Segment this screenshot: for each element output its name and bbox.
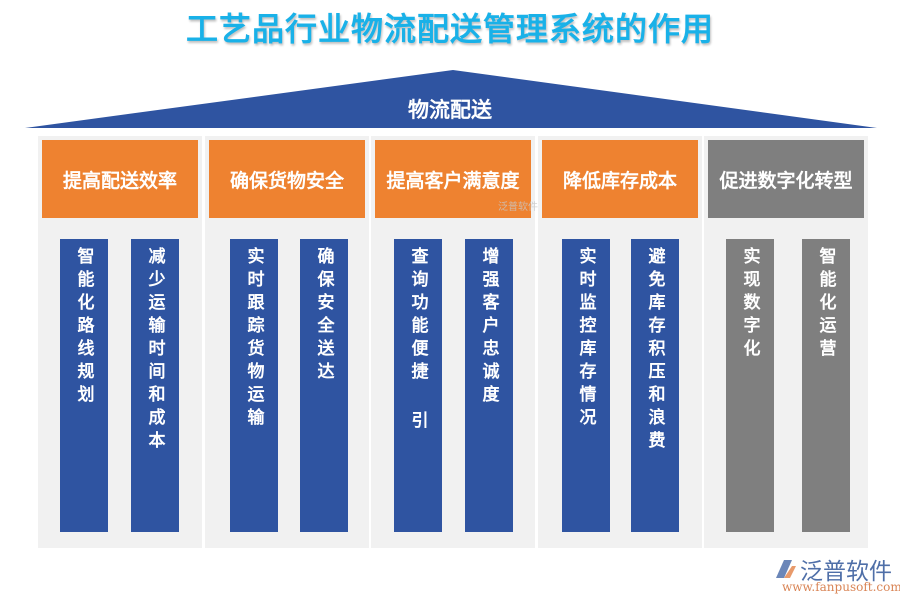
pillar-bar: 智能化路线规划: [60, 239, 108, 532]
pillar-header: 提高客户满意度: [375, 140, 531, 218]
pillar-bar: 实时跟踪货物运输: [230, 239, 278, 532]
bar-text: 实时监控库存情况: [575, 247, 596, 431]
pillar-inventory: 降低库存成本 实时监控库存情况 避免库存积压和浪费: [538, 136, 702, 548]
pillar-header: 降低库存成本: [542, 140, 698, 218]
pillar-satisfaction: 提高客户满意度 查询功能便捷 引 增强客户忠诚度: [371, 136, 535, 548]
bar-text: 减少运输时间和成本: [144, 247, 165, 454]
pillar-bar: 增强客户忠诚度: [465, 239, 513, 532]
bar-text: 增强客户忠诚度: [478, 247, 499, 408]
bar-text: 智能化路线规划: [73, 247, 94, 408]
pillar-safety: 确保货物安全 实时跟踪货物运输 确保安全送达: [205, 136, 369, 548]
bar-text: 避免库存积压和浪费: [644, 247, 665, 454]
bar-text: 查询功能便捷 引: [407, 247, 428, 434]
pillar-bar: 查询功能便捷 引: [394, 239, 442, 532]
roof-label: 物流配送: [408, 98, 492, 122]
pillar-bar: 确保安全送达: [300, 239, 348, 532]
pillar-header: 提高配送效率: [42, 140, 198, 218]
bar-text: 智能化运营: [815, 247, 836, 362]
page-title: 工艺品行业物流配送管理系统的作用: [185, 10, 714, 48]
pillar-bar: 实时监控库存情况: [562, 239, 610, 532]
pillar-bar: 避免库存积压和浪费: [631, 239, 679, 532]
pillar-bar: 实现数字化: [726, 239, 774, 532]
roof-triangle: [25, 70, 877, 128]
watermark: 泛普软件: [498, 202, 538, 213]
pillar-bar: 智能化运营: [802, 239, 850, 532]
pillar-efficiency: 提高配送效率 智能化路线规划 减少运输时间和成本: [38, 136, 202, 548]
fanpu-logo-icon: [776, 560, 796, 578]
bar-text: 实时跟踪货物运输: [243, 247, 264, 431]
bar-text: 确保安全送达: [313, 247, 334, 385]
pillar-digital: 促进数字化转型 实现数字化 智能化运营: [704, 136, 868, 548]
logo-url: www.fanpusoft.com: [782, 580, 900, 594]
bar-text: 实现数字化: [739, 247, 760, 362]
pillar-bar: 减少运输时间和成本: [131, 239, 179, 532]
pillar-header: 确保货物安全: [209, 140, 365, 218]
logo-name: 泛普软件: [800, 559, 892, 585]
pillar-header: 促进数字化转型: [708, 140, 864, 218]
